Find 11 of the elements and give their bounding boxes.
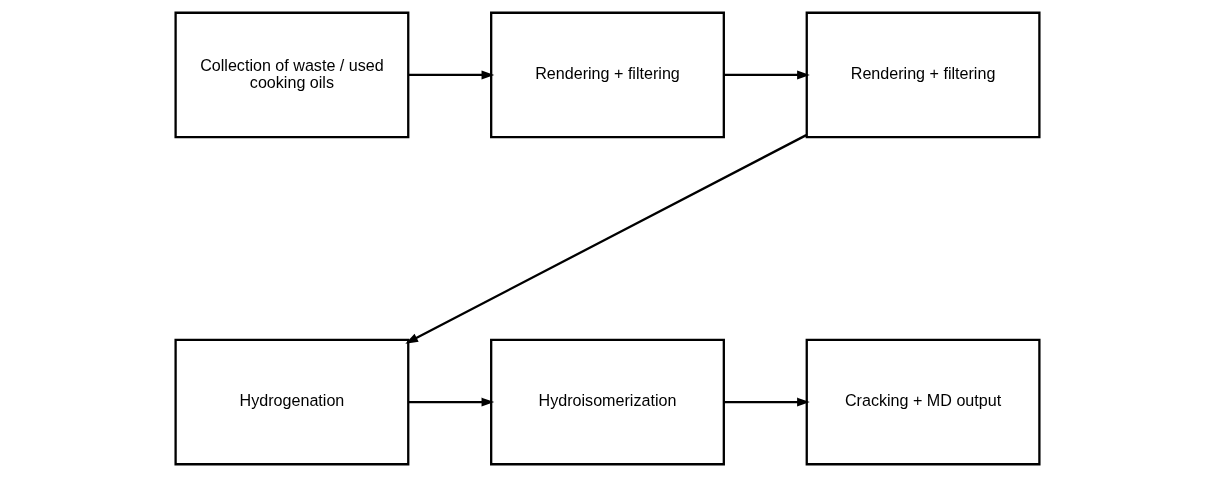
arrow [404, 134, 807, 344]
node-box: Collection of waste / used cooking oils [173, 11, 409, 139]
node-box: Cracking + MD output [805, 338, 1041, 466]
node-box: Hydroisomerization [489, 338, 725, 466]
arrow [407, 397, 494, 407]
arrow [723, 397, 810, 407]
node-box: Rendering + filtering [805, 11, 1041, 139]
node-box: Hydrogenation [173, 338, 409, 466]
arrow [723, 70, 810, 80]
arrow [407, 70, 494, 80]
node-box: Rendering + filtering [489, 11, 725, 139]
